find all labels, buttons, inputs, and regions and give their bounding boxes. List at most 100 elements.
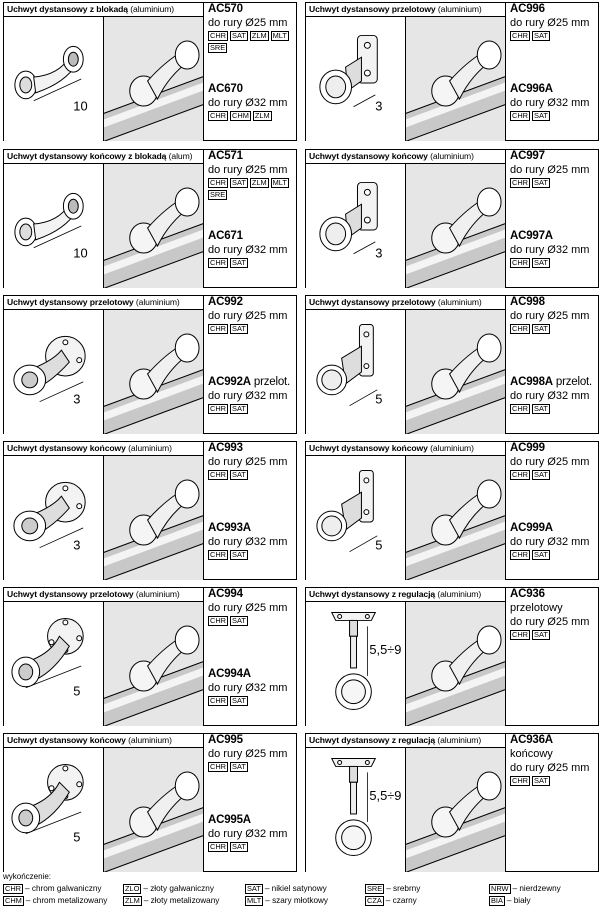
bracket-drawing: 5,5÷9 <box>306 748 406 872</box>
product-desc: do rury Ø32 mm <box>208 828 288 840</box>
product-card: Uchwyt dystansowy przelotowy (aluminium)… <box>3 587 297 726</box>
finish-badge: SAT <box>532 111 550 121</box>
card-material: (aluminium) <box>135 297 180 307</box>
finish-badge: SAT <box>532 470 550 480</box>
product-code: AC993A <box>208 522 251 534</box>
mounted-photo <box>104 310 204 434</box>
legend-label: – złoty metalizowany <box>143 896 220 905</box>
finish-badge: SAT <box>230 178 248 188</box>
mounted-photo <box>104 602 204 726</box>
finish-badge: CHR <box>208 178 229 188</box>
bracket-drawing: 5 <box>4 602 104 726</box>
card-title: Uchwyt dystansowy przelotowy (aluminium) <box>306 296 506 310</box>
finish-badge: CHR <box>510 404 531 414</box>
product-code: AC997 <box>510 150 545 162</box>
card-title-text: Uchwyt dystansowy z regulacją <box>309 589 438 599</box>
product-desc: do rury Ø32 mm <box>208 536 288 548</box>
card-title: Uchwyt dystansowy przelotowy (aluminium) <box>306 3 506 17</box>
product-desc: przelotowy <box>510 602 563 614</box>
card-material: (aluminium) <box>437 297 482 307</box>
card-title: Uchwyt dystansowy końcowy (aluminium) <box>306 150 506 164</box>
finish-badge: CHR <box>208 258 229 268</box>
product-desc: do rury Ø32 mm <box>510 536 590 548</box>
product-card: Uchwyt dystansowy końcowy (aluminium) 5 … <box>3 733 297 872</box>
dimension-label: 3 <box>73 392 80 407</box>
legend-item: ZLM– złoty metalizowany <box>123 896 219 906</box>
mounted-photo <box>406 310 506 434</box>
product-desc: do rury Ø32 mm <box>208 390 288 402</box>
finish-badge: CHR <box>208 470 229 480</box>
finish-badge: CHR <box>510 470 531 480</box>
product-desc: do rury Ø25 mm <box>208 456 288 468</box>
product-code: AC996 <box>510 3 545 15</box>
product-card: Uchwyt dystansowy z blokadą (aluminium) … <box>3 2 297 141</box>
finish-badge: SAT <box>230 550 248 560</box>
mounted-photo <box>406 17 506 141</box>
finish-badge: ZLM <box>249 31 269 41</box>
product-code: AC999 <box>510 442 545 454</box>
bracket-drawing: 3 <box>306 17 406 141</box>
finish-badge: CHR <box>3 884 24 894</box>
card-material: (aluminium) <box>128 735 172 745</box>
finish-badge: SAT <box>532 404 550 414</box>
finish-badge: SAT <box>532 178 550 188</box>
finish-badge: CHR <box>208 696 229 706</box>
product-desc: do rury Ø25 mm <box>510 616 590 628</box>
card-title-text: Uchwyt dystansowy końcowy <box>7 735 129 745</box>
finish-badge: ZLO <box>123 884 142 894</box>
finish-badge: SAT <box>230 762 248 772</box>
finish-badge: CHR <box>510 178 531 188</box>
card-title-text: Uchwyt dystansowy końcowy <box>309 443 431 453</box>
dimension-label: 3 <box>73 538 80 553</box>
card-title: Uchwyt dystansowy końcowy (aluminium) <box>306 442 506 456</box>
finish-badge: ZLM <box>249 178 269 188</box>
dimension-label: 3 <box>375 99 382 114</box>
bracket-drawing: 5 <box>4 748 104 872</box>
mounted-photo <box>104 164 204 288</box>
product-desc: do rury Ø25 mm <box>510 456 590 468</box>
finish-badge: CHM <box>3 896 24 906</box>
finish-badge: MLT <box>270 31 289 41</box>
finish-badge: CHR <box>208 550 229 560</box>
product-card: Uchwyt dystansowy końcowy (aluminium) 3 … <box>305 149 599 288</box>
bracket-drawing: 10 <box>4 164 104 288</box>
product-card: Uchwyt dystansowy końcowy (aluminium) 5 … <box>305 441 599 580</box>
mounted-photo <box>104 17 204 141</box>
product-desc: do rury Ø32 mm <box>208 244 288 256</box>
card-material: (aluminium) <box>130 4 175 14</box>
product-card: Uchwyt dystansowy końcowy (aluminium) 3 … <box>3 441 297 580</box>
legend-label: – srebrny <box>386 884 421 893</box>
product-desc: do rury Ø25 mm <box>208 164 288 176</box>
legend-item: NRW– nierdzewny <box>489 884 561 894</box>
dimension-label: 5 <box>73 684 80 699</box>
finish-badge: CHR <box>208 404 229 414</box>
code-suffix: przelot. <box>552 376 593 388</box>
product-code: AC995A <box>208 814 251 826</box>
card-title: Uchwyt dystansowy przelotowy (aluminium) <box>4 588 204 602</box>
finish-badge: SAT <box>230 842 248 852</box>
finish-badge: SAT <box>230 404 248 414</box>
